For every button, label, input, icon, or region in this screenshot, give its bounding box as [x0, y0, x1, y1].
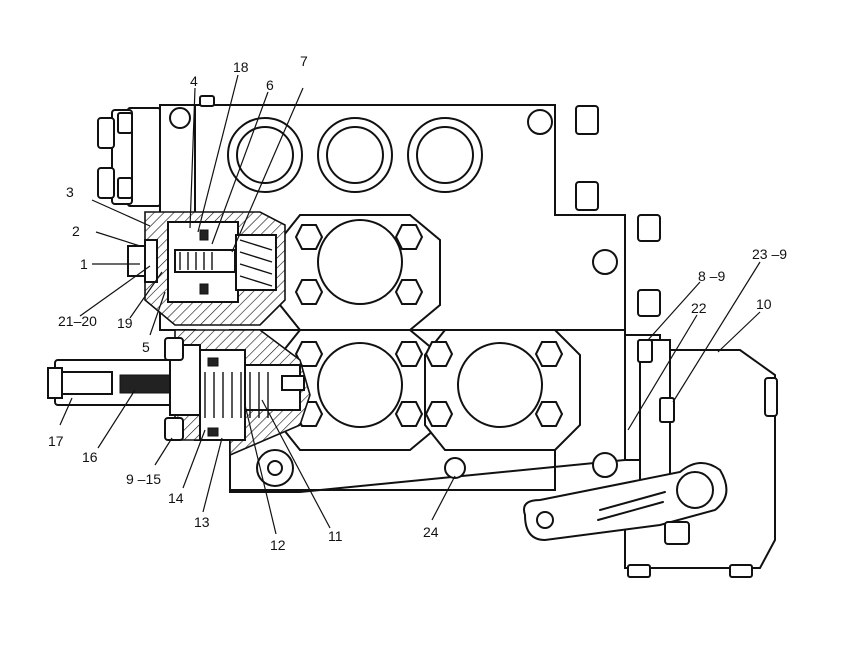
callout-3: 3 [66, 184, 74, 200]
callout-14: 14 [168, 490, 184, 506]
callout-23-9: 23 –9 [752, 246, 787, 262]
callout-7: 7 [300, 53, 308, 69]
upper-relief-valve-section [127, 211, 286, 326]
callout-10: 10 [756, 296, 772, 312]
callout-11: 11 [328, 528, 343, 544]
lower-spool-section [174, 329, 311, 457]
top-ports [169, 107, 618, 478]
callout-4: 4 [190, 73, 198, 89]
upper-flange [279, 214, 441, 331]
control-lever [523, 462, 728, 545]
callout-24: 24 [423, 524, 439, 540]
callout-2: 2 [72, 223, 80, 239]
lower-flange-right [424, 329, 581, 451]
lower-flange-left [279, 329, 441, 451]
callout-17: 17 [48, 433, 64, 449]
callout-21-20: 21–20 [58, 313, 97, 329]
callout-9-15: 9 –15 [126, 471, 161, 487]
plug-24 [444, 457, 466, 479]
callout-1: 1 [80, 256, 88, 272]
callout-13: 13 [194, 514, 210, 530]
bolts [117, 95, 661, 317]
plunger-assembly [47, 337, 201, 441]
callout-12: 12 [270, 537, 286, 553]
callout-19: 19 [117, 315, 133, 331]
callout-8-9: 8 –9 [698, 268, 725, 284]
callout-22: 22 [691, 300, 707, 316]
callout-6: 6 [266, 77, 274, 93]
callouts: 1 2 3 4 18 6 7 21–20 19 5 17 16 9 –15 14… [48, 53, 787, 553]
callout-18: 18 [233, 59, 249, 75]
callout-16: 16 [82, 449, 98, 465]
lever-housing [624, 334, 778, 578]
callout-5: 5 [142, 339, 150, 355]
leader-lines [59, 74, 761, 535]
